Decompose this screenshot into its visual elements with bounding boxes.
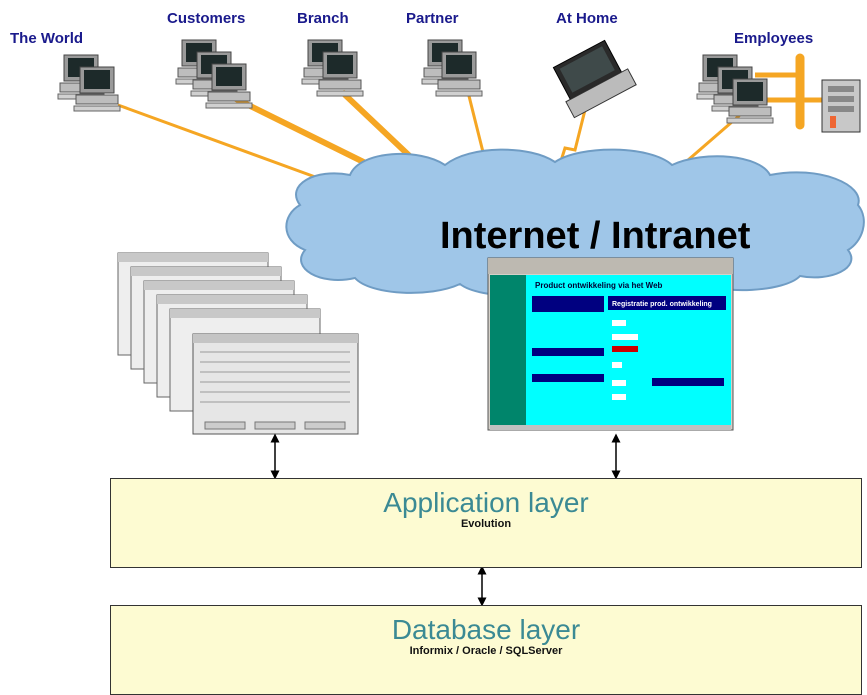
label-partner: Partner (406, 10, 459, 27)
application-layer-box: Application layer Evolution (110, 478, 862, 568)
partner-computer-icon (421, 39, 483, 97)
label-at-home: At Home (556, 10, 618, 27)
application-layer-title: Application layer (383, 487, 589, 518)
link-the-world (117, 103, 319, 180)
branch-computer-icon (301, 39, 364, 97)
label-employees: Employees (734, 30, 814, 47)
server-icon (821, 79, 861, 133)
network-label: Internet / Intranet (440, 215, 751, 257)
database-layer-title: Database layer (391, 614, 581, 645)
label-customers: Customers (167, 10, 246, 27)
the-world-computer-icon (57, 54, 121, 112)
database-layer-box: Database layer Informix / Oracle / SQLSe… (110, 605, 862, 695)
customers-computer-icon (175, 39, 253, 109)
form-pages-stack (117, 252, 359, 435)
label-the-world: The World (10, 30, 84, 47)
employees-computer-icon (696, 54, 774, 124)
application-layer-subtitle: Evolution (460, 518, 512, 530)
web-page-title: Product ontwikkeling via het Web (535, 281, 663, 290)
web-app-screenshot: Product ontwikkeling via het Web Registr… (487, 257, 734, 431)
form-page-front (192, 333, 359, 435)
web-panel-title: Registratie prod. ontwikkeling (612, 301, 712, 308)
database-layer-subtitle: Informix / Oracle / SQLServer (409, 645, 563, 657)
label-branch: Branch (297, 10, 349, 27)
laptop-icon (552, 39, 637, 119)
